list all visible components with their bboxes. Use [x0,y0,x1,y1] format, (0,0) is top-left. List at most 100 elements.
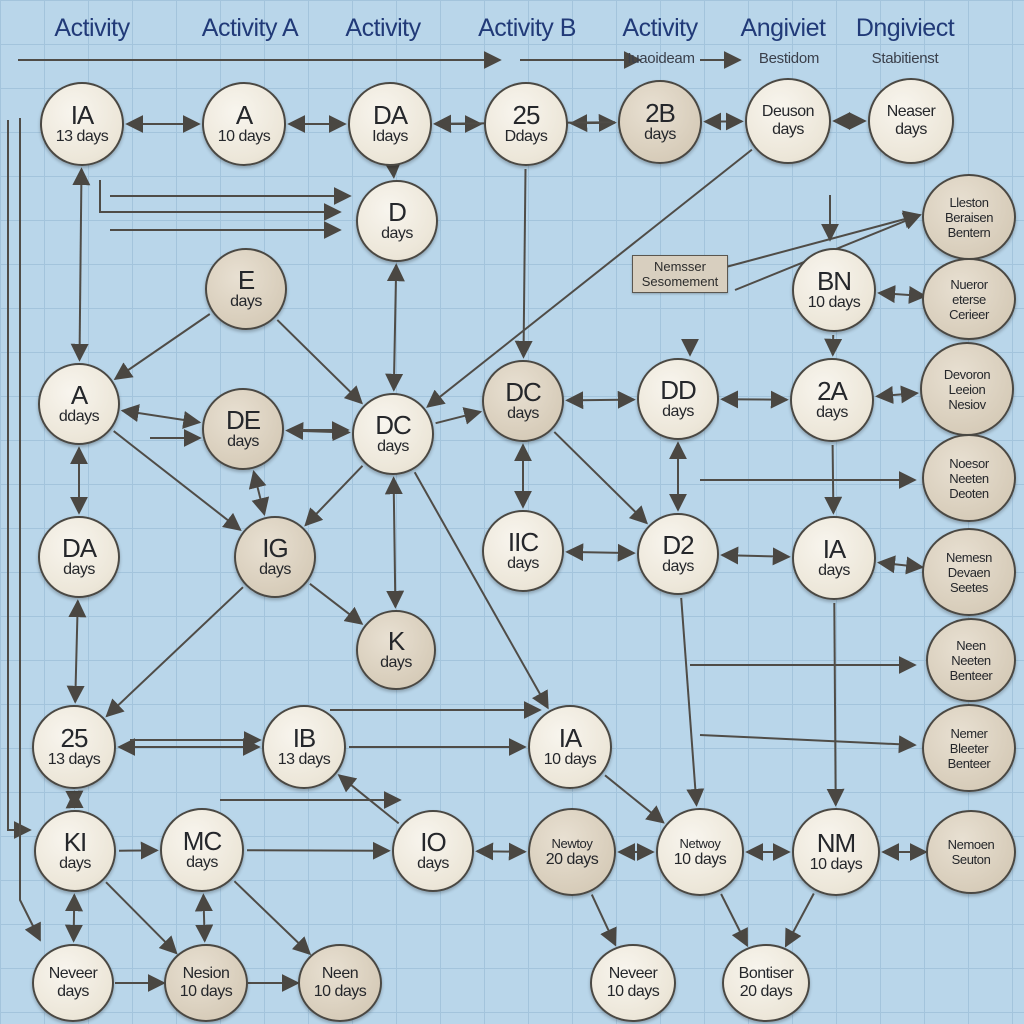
edge-arrow [105,881,178,955]
node-label: Noesor [949,455,989,471]
node-duration: 20 days [545,850,599,868]
column-header: Activity B [478,14,576,42]
edge-arrow [70,167,91,362]
node-duration: days [63,561,95,578]
node-label: IA [558,723,583,753]
column-subheader: Bestidom [758,50,820,67]
edge-arrow [66,599,87,704]
label-box-top: Nemsser [653,259,706,274]
node-label: KI [63,827,88,857]
edge-arrow [99,180,342,221]
node-label: Deuson [761,103,815,120]
column-subheader: Iuaoideam [627,50,695,67]
edge-arrow [720,546,791,566]
node-label: Neveer [48,965,98,982]
node-duration: 13 days [47,751,101,768]
node-duration: 13 days [277,751,331,768]
edge-arrow [565,543,636,562]
edge-arrow [113,313,211,381]
column-header: Activity [345,14,421,42]
node-duration: days [818,562,850,579]
node-label: IIC [507,527,539,557]
node-duration: days [644,126,676,143]
edge-arrow [877,285,927,304]
node-label: IA [70,100,95,130]
node-duration: days [417,855,449,872]
edge-arrow [304,465,364,527]
node-label: IO [420,827,446,857]
edge-arrow [105,586,244,718]
node-label: Seetes [949,579,989,595]
node-label: 2B [645,98,676,128]
node-label: Neeten [951,652,991,668]
node-label: K [387,626,405,656]
column-subheader: Stabitienst [871,50,939,67]
node-duration: days [380,654,412,671]
edge-arrow [233,880,312,956]
edge-arrow [680,597,705,807]
edge-arrow [384,476,405,609]
node-duration: days [895,121,927,138]
node-label: Nemoen [947,837,995,852]
node-duration: days [772,121,804,138]
edge-arrow [113,430,242,532]
node-duration: days [507,555,539,572]
node-label: DA [372,100,408,130]
edge-arrow [19,118,41,942]
edge-arrow [553,431,648,525]
column-header: Activity A [201,14,299,42]
node-duration: days [377,438,409,455]
node-label: Beraisen [944,209,994,225]
column-header: Dngiviect [855,14,955,42]
node-duration: days [186,854,218,871]
edge-arrow [64,893,84,943]
column-header: Angiviet [740,14,826,42]
node-label: Nesiov [948,396,986,412]
